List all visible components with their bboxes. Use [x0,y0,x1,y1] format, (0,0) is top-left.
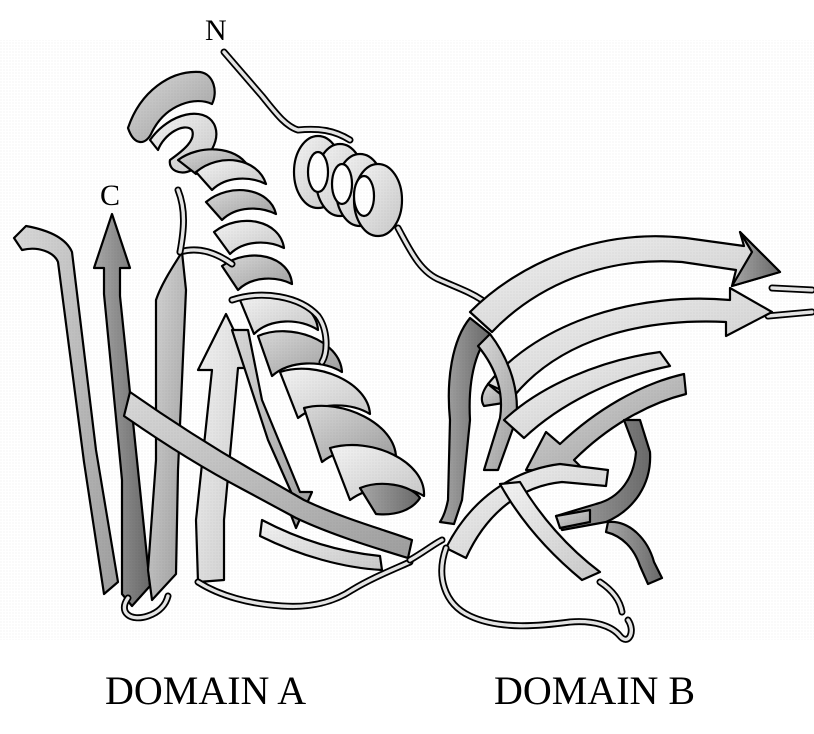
n-terminus-label: N [205,14,227,47]
linker-coil [398,228,482,300]
c-terminus-label: C [100,179,120,212]
beta-strand-a1 [14,226,118,594]
helix-n-terminal [294,136,402,236]
domain-a-structure [14,52,482,618]
bottom-loop-domain-b [442,548,631,639]
domain-b-structure [440,232,812,639]
domain-a-label: DOMAIN A [105,668,306,713]
domain-b-label: DOMAIN B [494,668,695,713]
c-coil-domain-b [768,288,812,316]
beta-sheet-domain-a [14,214,412,606]
n-terminal-coil [224,52,350,140]
beta-strand-b2 [482,288,772,406]
